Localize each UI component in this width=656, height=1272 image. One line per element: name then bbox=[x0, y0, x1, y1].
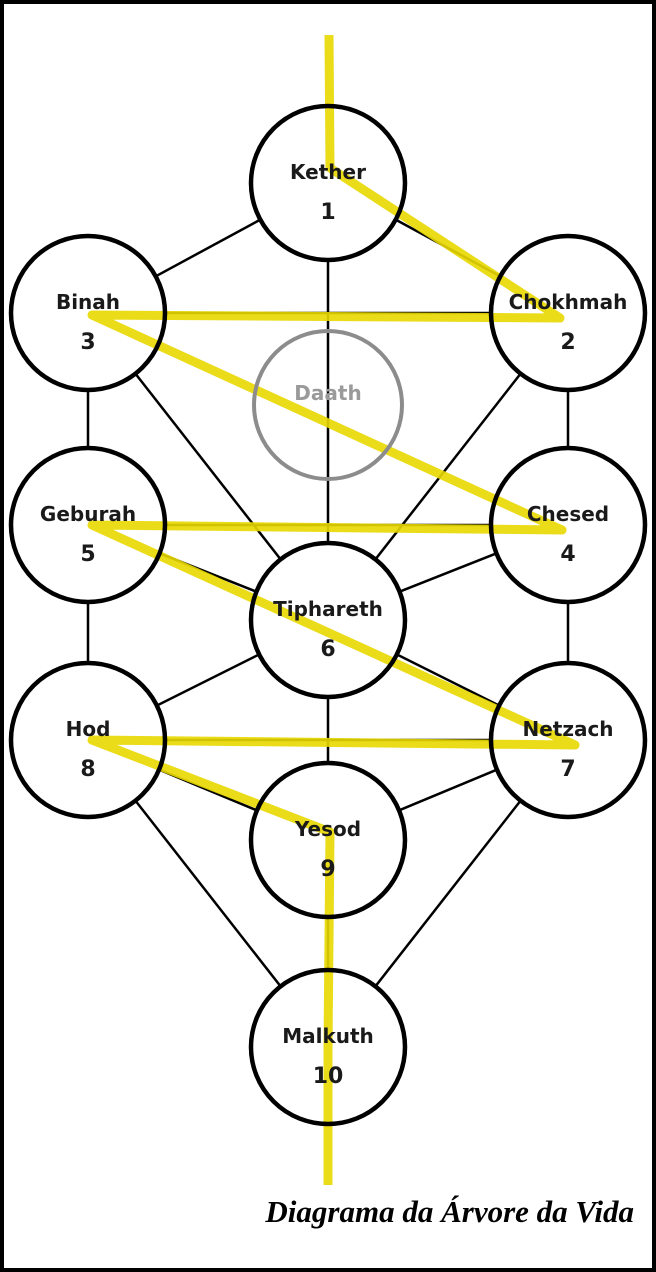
sephirah-binah bbox=[8, 233, 168, 393]
sephirah-name: Netzach bbox=[522, 717, 613, 741]
sephirah-number: 7 bbox=[560, 757, 575, 782]
sephirah-fill-chesed bbox=[491, 448, 645, 602]
sephirah-name: Tiphareth bbox=[273, 597, 383, 621]
sephirah-kether bbox=[248, 103, 408, 263]
sephirah-hod bbox=[8, 660, 168, 820]
sephirah-number: 5 bbox=[80, 542, 95, 567]
sephirah-number: 2 bbox=[560, 330, 575, 355]
sephirah-netzach bbox=[488, 660, 648, 820]
sephirah-name: Chesed bbox=[527, 502, 609, 526]
sephirah-number: 9 bbox=[320, 857, 335, 882]
lightning-flash-path bbox=[87, 34, 580, 1185]
sephirah-name: Kether bbox=[290, 160, 366, 184]
sephirah-fill-tiphareth bbox=[251, 543, 405, 697]
sephirah-number: 8 bbox=[80, 757, 95, 782]
sephirah-geburah bbox=[8, 445, 168, 605]
sephirah-fill-kether bbox=[251, 106, 405, 260]
sephirah-chokhmah bbox=[488, 233, 648, 393]
sephirah-number: 1 bbox=[320, 200, 335, 225]
sephirah-fill-chokhmah bbox=[491, 236, 645, 390]
sephirah-name: Binah bbox=[56, 290, 120, 314]
sephirah-name: Yesod bbox=[294, 817, 361, 841]
sephirah-name: Geburah bbox=[40, 502, 136, 526]
sephirah-number: 10 bbox=[313, 1064, 344, 1089]
sephirah-number: 6 bbox=[320, 637, 335, 662]
sephirah-name: Chokhmah bbox=[509, 290, 628, 314]
daath-label: Daath bbox=[294, 381, 361, 405]
daath-circle bbox=[252, 329, 404, 481]
sephirah-chesed bbox=[488, 445, 648, 605]
sephirah-malkuth bbox=[248, 967, 408, 1127]
sephirah-name: Hod bbox=[66, 717, 111, 741]
sephirah-number: 4 bbox=[560, 542, 575, 567]
diagram-caption: Diagrama da Árvore da Vida bbox=[265, 1194, 634, 1229]
sephirah-name: Malkuth bbox=[282, 1024, 374, 1048]
sephirah-yesod bbox=[248, 760, 408, 920]
sephirah-tiphareth bbox=[248, 540, 408, 700]
sephirah-number: 3 bbox=[80, 330, 95, 355]
